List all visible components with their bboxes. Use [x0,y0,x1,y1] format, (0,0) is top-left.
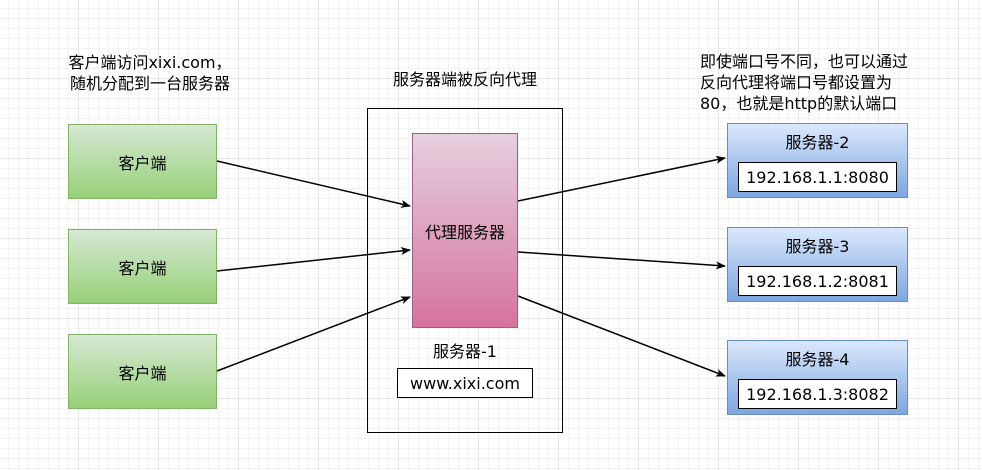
clients-note-line2: 随机分配到一台服务器 [69,74,230,93]
arrow-proxy-to-server4 [517,295,726,377]
backend-server-ip: 192.168.1.3:8082 [746,384,889,404]
backend-server-title: 服务器-3 [785,237,850,256]
arrow-proxy-to-server2 [517,155,726,202]
server1-url-box[interactable]: www.xixi.com [397,368,533,398]
backend-server-ip-box[interactable]: 192.168.1.1:8080 [738,162,897,192]
client-node[interactable]: 客户端 [68,124,217,199]
backend-server-node[interactable]: 服务器-3 192.168.1.2:8081 [727,227,908,302]
arrow-client2-to-proxy [216,246,411,272]
server1-title: 服务器-1 [433,342,497,361]
client-node[interactable]: 客户端 [68,229,217,304]
client-node-label: 客户端 [118,258,167,278]
proxy-server-label: 代理服务器 [424,222,505,242]
backend-server-ip-box[interactable]: 192.168.1.2:8081 [738,266,897,296]
clients-note: 客户端访问xixi.com， 随机分配到一台服务器 [50,52,250,94]
proxy-group-title: 服务器端被反向代理 [392,70,537,89]
backend-server-ip: 192.168.1.2:8081 [746,271,889,291]
servers-note-line2: 反向代理将端口号都设置为 [700,73,893,92]
arrow-client3-to-proxy [216,296,411,372]
backend-server-title: 服务器-4 [785,350,850,369]
proxy-server-node[interactable]: 代理服务器 [412,133,518,328]
backend-server-ip: 192.168.1.1:8080 [746,167,889,187]
client-node-label: 客户端 [118,363,167,383]
proxy-group-container[interactable] [367,108,563,433]
arrow-proxy-to-server3 [517,251,726,270]
backend-server-node[interactable]: 服务器-2 192.168.1.1:8080 [727,123,908,198]
clients-note-line1: 客户端访问xixi.com， [68,53,232,72]
backend-server-node[interactable]: 服务器-4 192.168.1.3:8082 [727,340,908,415]
arrow-client1-to-proxy [216,160,411,208]
servers-note: 即使端口号不同，也可以通过 反向代理将端口号都设置为 80，也就是http的默认… [700,51,960,114]
server1-url: www.xixi.com [410,373,520,393]
backend-server-ip-box[interactable]: 192.168.1.3:8082 [738,379,897,409]
backend-server-title: 服务器-2 [785,133,850,152]
client-node[interactable]: 客户端 [68,334,217,409]
client-node-label: 客户端 [118,153,167,173]
servers-note-line1: 即使端口号不同，也可以通过 [700,52,909,71]
servers-note-line3: 80，也就是http的默认端口 [700,94,898,113]
